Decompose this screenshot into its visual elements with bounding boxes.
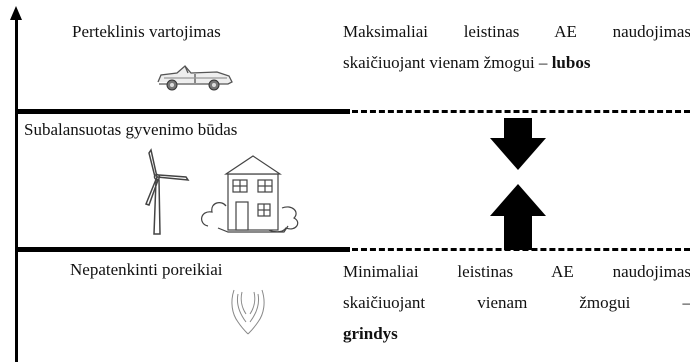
floor-term: grindys	[343, 324, 398, 343]
label-overconsumption: Perteklinis vartojimas	[72, 22, 221, 41]
top-description: Maksimaliai leistinas AE naudojimas skai…	[343, 16, 690, 78]
top-description-line1: Maksimaliai leistinas AE naudojimas	[343, 22, 690, 41]
cupped-hands-icon	[231, 289, 265, 335]
upper-boundary-dashed-line	[352, 110, 690, 113]
ceiling-term: lubos	[551, 53, 591, 72]
top-description-line2: skaičiuojant vienam žmogui – lubos	[343, 53, 591, 72]
label-balanced-lifestyle: Subalansuotas gyvenimo būdas	[24, 120, 238, 139]
bottom-description-line1: Minimaliai leistinas AE naudojimas	[343, 262, 690, 281]
house-icon	[201, 155, 299, 233]
arrows-group	[490, 118, 546, 250]
vertical-axis	[15, 18, 18, 362]
down-arrow-icon	[490, 118, 546, 170]
up-arrow-icon	[490, 184, 546, 250]
label-unmet-needs: Nepatenkinti poreikiai	[70, 260, 223, 279]
bottom-description-line2: skaičiuojant vienam žmogui –	[343, 293, 690, 312]
upper-boundary-solid-line	[17, 109, 350, 114]
lower-boundary-dashed-line	[352, 248, 690, 251]
bottom-description: Minimaliai leistinas AE naudojimas skaič…	[343, 256, 690, 349]
car-icon	[157, 65, 233, 91]
axis-arrow-icon	[10, 6, 22, 20]
wind-turbine-icon	[145, 148, 190, 235]
lower-boundary-solid-line	[17, 247, 350, 252]
